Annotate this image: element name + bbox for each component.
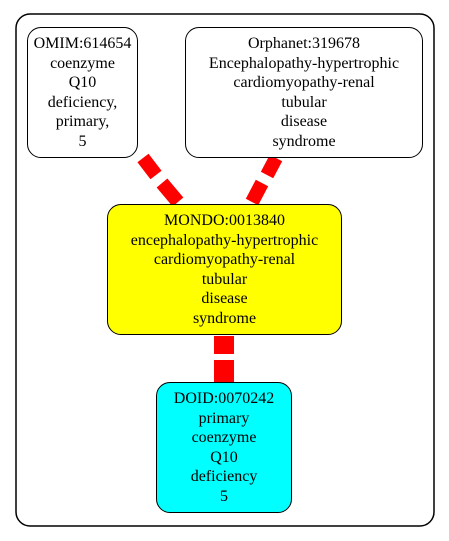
edge-orphanet-mondo xyxy=(245,154,283,206)
node-orphanet[interactable]: Orphanet:319678 Encephalopathy-hypertrop… xyxy=(185,27,423,158)
cluster-border xyxy=(15,13,435,527)
node-mondo-label: MONDO:0013840 encephalopathy-hypertrophi… xyxy=(130,212,319,327)
node-omim[interactable]: OMIM:614654 coenzyme Q10 deficiency, pri… xyxy=(27,27,138,158)
node-mondo[interactable]: MONDO:0013840 encephalopathy-hypertrophi… xyxy=(107,204,342,335)
node-doid[interactable]: DOID:0070242 primary coenzyme Q10 defici… xyxy=(156,382,292,513)
node-doid-label: DOID:0070242 primary coenzyme Q10 defici… xyxy=(173,390,275,505)
node-omim-label: OMIM:614654 coenzyme Q10 deficiency, pri… xyxy=(33,35,132,150)
node-orphanet-label: Orphanet:319678 Encephalopathy-hypertrop… xyxy=(208,35,400,150)
edge-omim-mondo xyxy=(137,153,184,207)
